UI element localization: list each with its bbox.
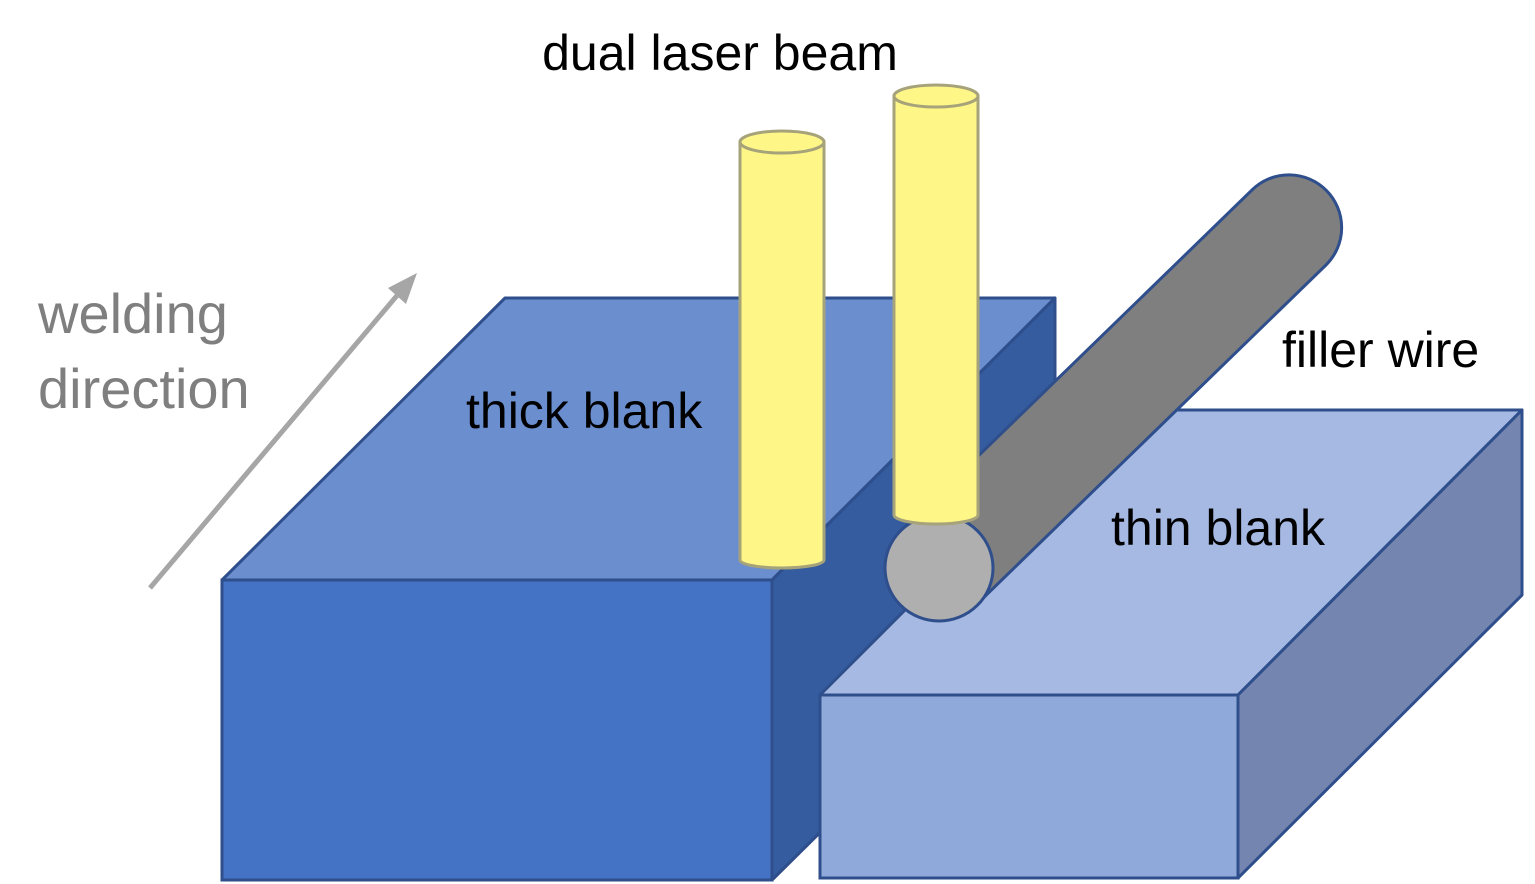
laser-beam-1-body xyxy=(738,140,826,570)
thin-blank-label: thin blank xyxy=(1111,500,1326,556)
filler-wire-body xyxy=(900,173,1344,607)
laser-beam-1-top xyxy=(738,129,826,155)
thin-blank-front-face xyxy=(818,693,1240,880)
direction-arrow-shaft xyxy=(148,290,402,590)
thick-blank-front-face xyxy=(220,578,774,882)
filler-wire-end xyxy=(883,513,995,623)
laser-beam-2-body xyxy=(892,94,980,526)
thick-blank-label: thick blank xyxy=(466,383,703,439)
filler-wire-label: filler wire xyxy=(1282,322,1479,378)
laser-beam-1 xyxy=(738,129,826,570)
welding-direction-arrow xyxy=(148,273,417,590)
direction-arrow-head xyxy=(388,273,417,304)
welding-direction-label-line2: direction xyxy=(38,357,250,420)
dual-laser-beam-label: dual laser beam xyxy=(542,25,898,81)
laser-beam-2 xyxy=(892,83,980,526)
laser-beam-2-top xyxy=(892,83,980,109)
welding-direction-label-line1: welding xyxy=(37,282,228,345)
